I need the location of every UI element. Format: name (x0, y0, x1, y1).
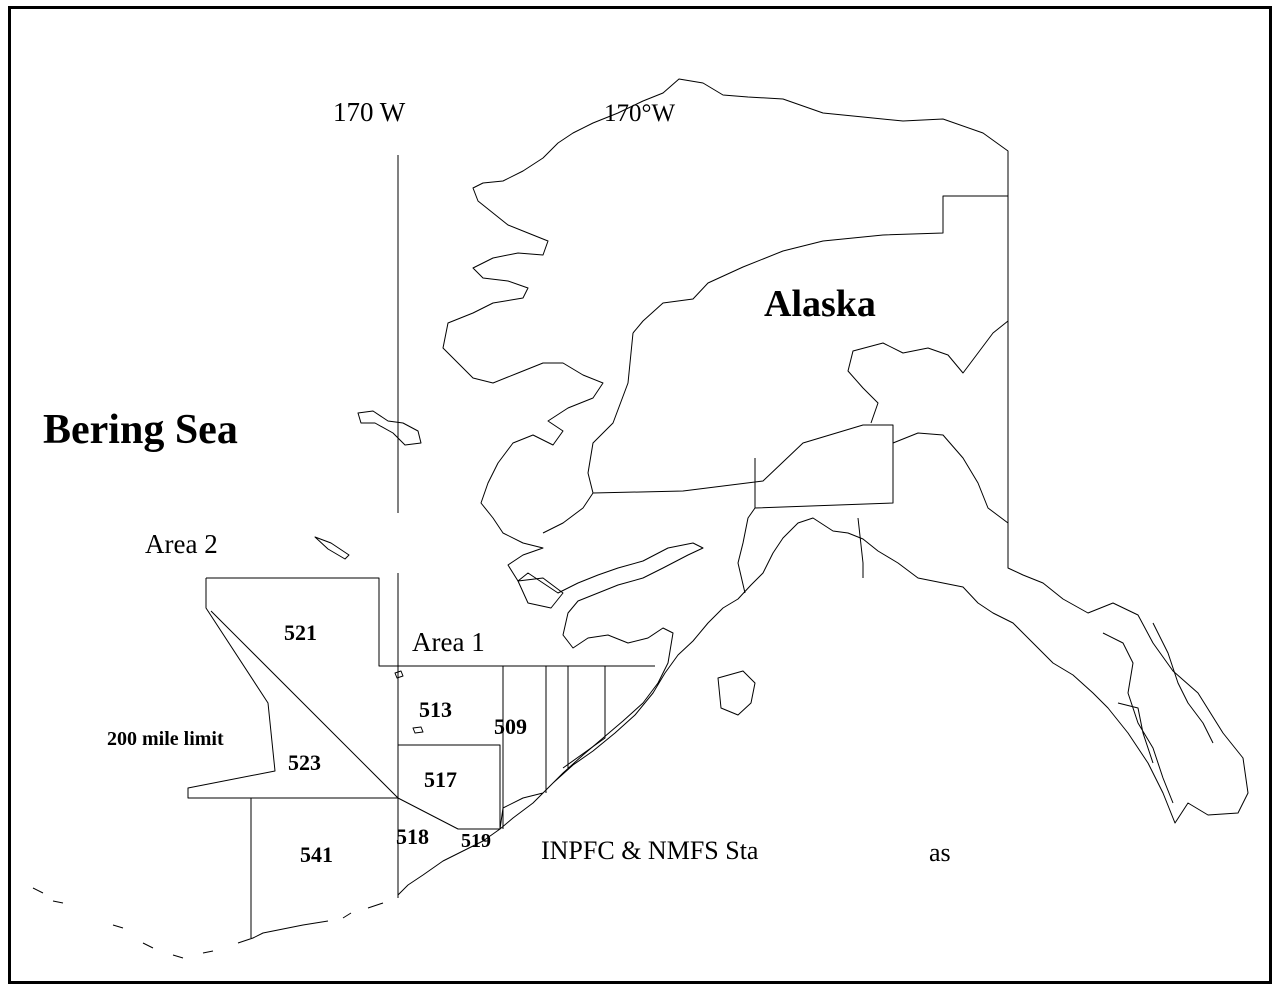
area-label-513: 513 (419, 697, 452, 722)
area-boundary (398, 744, 501, 829)
interior-boundary (587, 332, 634, 494)
small-island (412, 726, 424, 734)
alaska-map (32, 78, 1249, 959)
area-label-521: 521 (284, 620, 317, 645)
area-label-518: 518 (396, 824, 429, 849)
meridian-label-right: 170°W (604, 100, 676, 127)
nunivak-island (517, 577, 564, 609)
area-boundary (206, 577, 655, 667)
bering-sea-label: Bering Sea (43, 407, 238, 453)
area-label-523: 523 (288, 750, 321, 775)
area-boundary (210, 610, 500, 830)
interior-boundary (737, 507, 756, 594)
map-frame: 170 W 170°W Alaska Bering Sea Area 2 Are… (8, 6, 1272, 984)
alaska-coastline (442, 78, 1249, 830)
small-island (394, 670, 404, 679)
aleutian-islands (32, 828, 501, 959)
interior-boundary (847, 320, 1009, 424)
interior-boundary (592, 424, 894, 509)
limit-label: 200 mile limit (107, 728, 224, 750)
caption-text: INPFC & NMFS Sta (541, 836, 759, 865)
area1-label: Area 1 (412, 627, 485, 657)
alaska-label: Alaska (764, 283, 876, 325)
area-label-517: 517 (424, 767, 457, 792)
st-matthew-island (314, 536, 350, 560)
meridian-label-left: 170 W (333, 97, 406, 127)
area-label-509: 509 (494, 714, 527, 739)
interior-boundary (892, 432, 1009, 524)
caption-text-end: as (929, 838, 951, 867)
kodiak-island (717, 670, 756, 716)
interior-boundary (857, 517, 864, 578)
area-boundary (187, 578, 398, 799)
area-label-541: 541 (300, 842, 333, 867)
st-lawrence-island (357, 410, 422, 446)
interior-boundary (632, 195, 1008, 334)
area-label-519: 519 (461, 830, 491, 852)
area-boundary (562, 666, 606, 769)
southeast-islands (1102, 622, 1214, 804)
area2-label: Area 2 (145, 529, 218, 559)
interior-boundary (542, 492, 594, 534)
